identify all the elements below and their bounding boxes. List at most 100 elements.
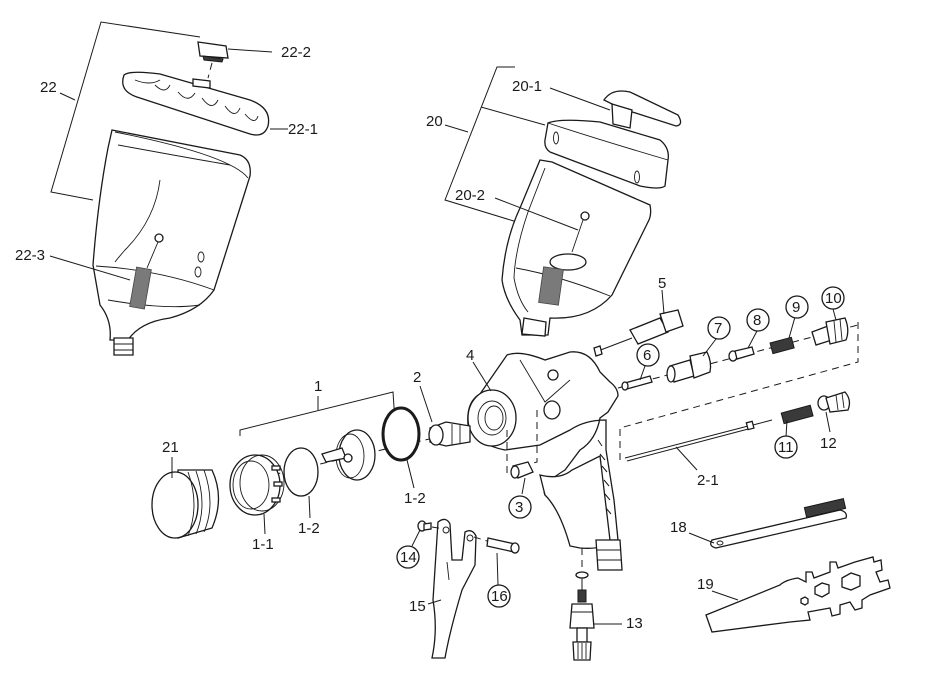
label-2-1: 2-1 (697, 472, 719, 489)
label-22-3: 22-3 (15, 247, 45, 264)
leader-9 (788, 316, 796, 339)
label-20-2: 20-2 (455, 187, 485, 204)
part-2-fluid-nozzle (428, 421, 471, 447)
part-10-knob (811, 317, 849, 346)
leader-6 (639, 365, 646, 381)
label-20-1: 20-1 (512, 78, 542, 95)
leader-2-1 (675, 446, 698, 471)
label-14: 14 (400, 549, 417, 566)
leader-3 (521, 477, 526, 495)
part-7-housing (666, 351, 712, 383)
leader-20-2 (494, 197, 579, 231)
part-19-wrench (705, 556, 891, 633)
part-12-knob (817, 391, 851, 413)
part-8-spacer (728, 346, 755, 362)
part-22-2-nut (197, 41, 229, 79)
label-19: 19 (697, 576, 714, 593)
leader-10 (832, 308, 837, 321)
label-16: 16 (491, 588, 508, 605)
circle-14 (396, 545, 420, 569)
bracket-20 (444, 66, 518, 223)
part-2-1-needle (624, 419, 773, 462)
bracket-22 (50, 21, 201, 201)
label-22-2: 22-2 (281, 44, 311, 61)
leader-7 (702, 338, 717, 357)
leader-8 (747, 330, 758, 349)
leader-22-2 (227, 48, 273, 53)
leader-19 (711, 590, 739, 601)
leader-1-2a (308, 495, 311, 519)
leader-20 (444, 124, 469, 133)
leader-4 (472, 361, 492, 392)
part-4-gun-body (467, 351, 623, 571)
leader-15 (427, 599, 442, 605)
leader-11 (785, 419, 788, 438)
label-5: 5 (658, 275, 666, 292)
circle-16 (487, 584, 511, 608)
part-1-2-seal-ring (283, 447, 319, 497)
leader-22-3 (49, 255, 131, 281)
leader-20-1 (549, 87, 611, 111)
part-14-screw (417, 520, 445, 532)
leader-16 (496, 552, 499, 586)
part-20-lid (544, 119, 669, 189)
label-9: 9 (792, 299, 800, 316)
leader-18 (688, 532, 715, 544)
leader-5 (661, 289, 665, 315)
part-9-spring (769, 336, 795, 355)
label-10: 10 (825, 290, 842, 307)
label-1-2a: 1-2 (298, 520, 320, 537)
label-1-2b: 1-2 (404, 490, 426, 507)
circle-6 (636, 343, 660, 367)
circle-9 (785, 295, 809, 319)
part-13-air-valve (569, 548, 595, 661)
label-15: 15 (409, 598, 426, 615)
label-2: 2 (413, 369, 421, 386)
label-21: 21 (162, 439, 179, 456)
label-13: 13 (626, 615, 643, 632)
part-6-pin (621, 375, 653, 391)
bracket-1 (239, 391, 396, 436)
part-20-1-cap (603, 90, 682, 129)
leader-1-1 (263, 513, 266, 535)
label-1: 1 (314, 378, 322, 395)
label-22-1: 22-1 (288, 121, 318, 138)
label-22: 22 (40, 79, 57, 96)
label-8: 8 (753, 312, 761, 329)
part-15-trigger (431, 518, 477, 659)
leader-22 (59, 92, 76, 101)
part-3-plug (506, 410, 538, 479)
circle-7 (707, 316, 731, 340)
part-1-1-retaining-ring (229, 454, 285, 516)
label-12: 12 (820, 435, 837, 452)
part-5-valve (593, 309, 684, 357)
leader-12 (825, 411, 831, 433)
label-20: 20 (426, 113, 443, 130)
part-air-cap (321, 429, 376, 481)
leader-20-bracket (480, 106, 546, 126)
part-18-brush (710, 498, 848, 549)
circle-8 (746, 308, 770, 332)
label-1-1: 1-1 (252, 536, 274, 553)
cup-assembly-22: 22 22-1 22-2 22-3 (15, 21, 318, 356)
circle-10 (821, 286, 845, 310)
label-4: 4 (466, 347, 474, 364)
leader-14 (411, 529, 421, 547)
label-18: 18 (670, 519, 687, 536)
part-21-cover (151, 469, 220, 539)
part-1-2-o-ring (381, 406, 421, 462)
circle-3 (508, 495, 532, 519)
air-cap-group-1: 21 1-1 1-2 1-2 1 (151, 378, 461, 553)
part-20-cup-body (501, 159, 652, 337)
label-11: 11 (778, 439, 794, 456)
leader-2 (419, 385, 433, 423)
label-3: 3 (515, 499, 523, 516)
part-22-1-lid (122, 71, 270, 136)
cup-assembly-20: 20 20-1 20-2 (426, 66, 682, 337)
part-16-pin (473, 536, 520, 554)
label-7: 7 (714, 320, 722, 337)
circle-11 (774, 435, 798, 459)
leader-1-2b (406, 459, 415, 489)
bracket-dash-right (619, 322, 859, 460)
